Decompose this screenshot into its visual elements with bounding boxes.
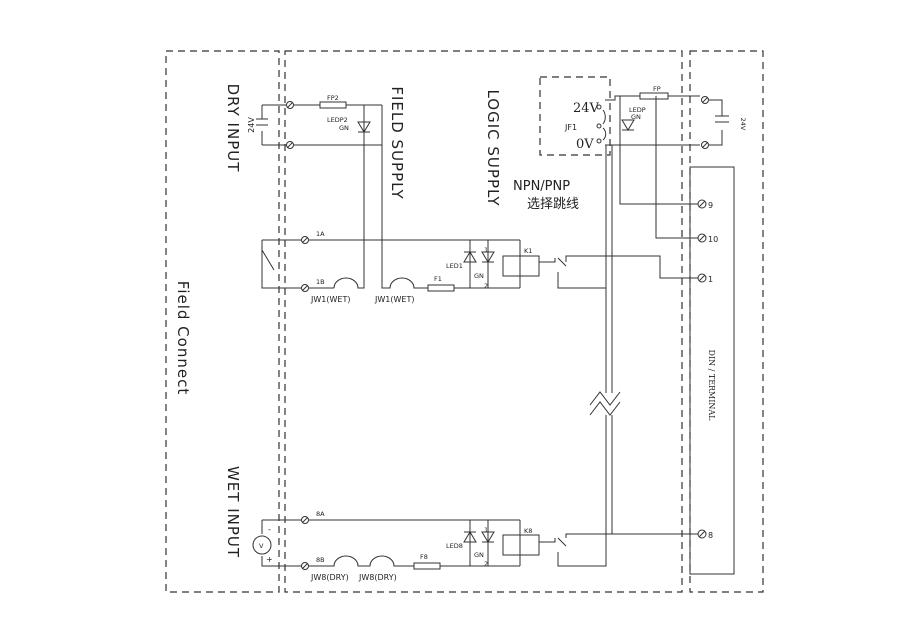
ch1-jumper-supply: JW1(WET) (374, 295, 414, 304)
din-terminal-zone (689, 50, 764, 593)
field-supply-label: FIELD SUPPLY (388, 86, 406, 199)
ch8-jumper-dry1: JW8(DRY) (310, 573, 349, 582)
ch8-led-color: GN (474, 551, 484, 559)
ch8-source-minus: - (268, 525, 271, 534)
dry-supply-led: LEDP2 (327, 116, 348, 124)
logic-jf1: JF1 (564, 123, 577, 132)
field-logic-zone (284, 50, 683, 593)
ch8-led: LED8 (446, 542, 463, 550)
ch8-pin1: 1 (484, 526, 488, 534)
ch8-term-a: 8A (316, 510, 325, 518)
dry-supply-voltage: 24V (247, 117, 256, 133)
ch8-fuse: F8 (420, 553, 428, 561)
ch1-term-b: 1B (316, 278, 325, 286)
ch1-relay: K1 (524, 247, 532, 255)
ch1-pin2: 2 (484, 282, 488, 290)
din-terminal-8-label: 8 (708, 531, 713, 540)
field-connect-label: Field Connect (174, 281, 192, 395)
ch8-source-symbol: V (259, 542, 264, 550)
dry-supply-fuse: FP2 (327, 94, 339, 102)
din-terminal-1-label: 1 (708, 275, 713, 284)
ch1-jumper-field: JW1(WET) (310, 295, 350, 304)
logic-supply-circuit: 24V JF1 0V FP LEDP GN 24V (564, 85, 747, 152)
dry-supply-circuit: 24V FP2 LEDP2 GN (247, 94, 383, 149)
logic-fuse: FP (653, 85, 661, 93)
logic-supply-voltage: 24V (739, 118, 747, 131)
ch1-fuse: F1 (434, 275, 442, 283)
logic-led-color: GN (631, 113, 641, 121)
npn-pnp-label: NPN/PNP (513, 179, 570, 194)
ch8-pin2: 2 (484, 560, 488, 568)
din-terminal-10-label: 10 (708, 235, 718, 244)
channel-8-circuit: V - + 8A 8B JW8(DRY) JW8(DRY) F8 LED8 GN… (252, 510, 698, 582)
din-terminals: 9 10 1 8 (697, 199, 718, 540)
din-terminal-9-label: 9 (708, 201, 713, 210)
ch8-term-b: 8B (316, 556, 325, 564)
jumper-select-label: 选择跳线 (527, 197, 579, 212)
field-connect-zone (165, 50, 280, 593)
channel-1-circuit: 1A 1B JW1(WET) JW1(WET) F1 LED1 GN 1 2 K… (261, 145, 698, 304)
zone-boxes (165, 50, 764, 593)
wet-input-label: WET INPUT (224, 466, 242, 558)
din-terminal-label: DIN / TERMINAL (707, 350, 716, 422)
ch1-pin1: 1 (484, 246, 488, 254)
ch8-jumper-dry2: JW8(DRY) (358, 573, 397, 582)
logic-0v: 0V (576, 137, 594, 152)
logic-supply-box (539, 76, 611, 156)
dry-input-label: DRY INPUT (224, 84, 242, 173)
ch8-source-plus: + (266, 555, 273, 564)
din-terminal-strip (689, 166, 735, 575)
ch8-relay: K8 (524, 527, 532, 535)
logic-led: LEDP (629, 106, 646, 114)
ch1-term-a: 1A (316, 230, 325, 238)
ch1-led-color: GN (474, 272, 484, 280)
logic-supply-label: LOGIC SUPPLY (484, 89, 502, 206)
dry-supply-led-color: GN (339, 124, 349, 132)
logic-24v: 24V (573, 101, 600, 116)
ch1-led: LED1 (446, 262, 463, 270)
